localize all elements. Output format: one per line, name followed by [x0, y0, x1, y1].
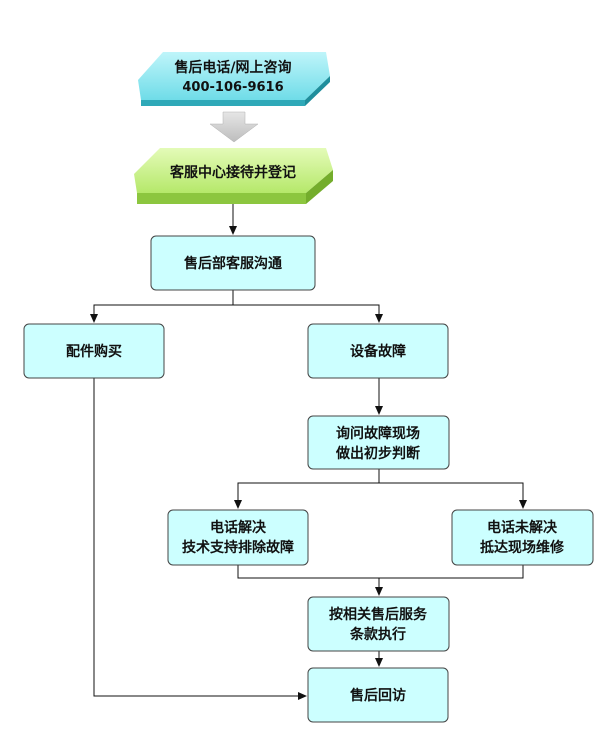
connectors: [90, 204, 527, 700]
top-banner-line2: 400-106-9616: [182, 80, 283, 95]
reception-banner-face: [134, 148, 333, 193]
top-banner-front: [141, 100, 305, 106]
edge-comm-to-parts: [90, 290, 234, 323]
node-service-terms-line2: 条款执行: [349, 626, 406, 643]
node-phone-solved-line1: 电话解决: [210, 519, 267, 536]
node-phone-unsolved: 电话未解决 抵达现场维修: [451, 509, 594, 566]
edge-comm-to-fault: [233, 304, 383, 323]
top-banner-side: [305, 76, 330, 106]
down-arrow-icon: [209, 111, 259, 143]
top-banner-face: [138, 52, 330, 100]
node-equipment-fault: 设备故障: [307, 323, 449, 379]
node-inquire-fault-line2: 做出初步判断: [335, 445, 420, 462]
edge-parts-to-followup: [93, 378, 307, 700]
top-banner: 售后电话/网上咨询 400-106-9616: [138, 52, 330, 106]
node-phone-solved-line2: 技术支持排除故障: [182, 539, 294, 556]
edge-inquire-to-unsolved: [379, 482, 527, 509]
node-inquire-fault: 询问故障现场 做出初步判断: [307, 415, 450, 470]
node-equipment-fault-label: 设备故障: [350, 343, 406, 360]
node-phone-unsolved-line1: 电话未解决: [487, 519, 558, 536]
node-phone-solved: 电话解决 技术支持排除故障: [167, 509, 309, 566]
node-parts-purchase-label: 配件购买: [66, 343, 122, 360]
node-service-terms: 按相关售后服务 条款执行: [307, 596, 450, 652]
node-aftersales-comm: 售后部客服沟通: [150, 235, 316, 291]
node-service-terms-line1: 按相关售后服务: [329, 606, 428, 623]
node-inquire-fault-line1: 询问故障现场: [336, 425, 420, 442]
node-parts-purchase: 配件购买: [23, 323, 165, 379]
node-followup-visit-label: 售后回访: [349, 687, 406, 704]
reception-banner: 客服中心接待并登记: [134, 148, 333, 204]
node-phone-unsolved-line2: 抵达现场维修: [480, 539, 565, 556]
top-banner-line1: 售后电话/网上咨询: [173, 59, 291, 76]
edge-inquire-to-solved: [234, 469, 380, 509]
reception-banner-label: 客服中心接待并登记: [169, 164, 296, 181]
node-aftersales-comm-label: 售后部客服沟通: [183, 255, 282, 272]
node-followup-visit: 售后回访: [307, 667, 449, 723]
reception-banner-side: [306, 170, 333, 204]
reception-banner-front: [137, 193, 306, 204]
edge-merge: [237, 565, 524, 579]
